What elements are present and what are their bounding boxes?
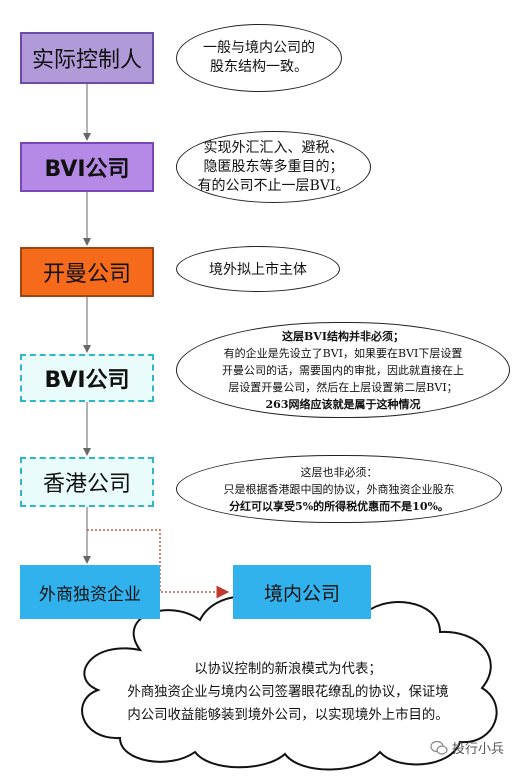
cloud-line: 以协议控制的新浪模式为代表； (194, 662, 382, 677)
note-controller: 一般与境内公司的 股东结构一致。 (176, 24, 342, 92)
box-cayman-company: 开曼公司 (20, 247, 154, 297)
note-bvi-1: 实现外汇汇入、避税、 隐匿股东等多重目的； 有的公司不止一层BVI。 (176, 131, 371, 203)
wechat-icon (430, 740, 448, 755)
watermark-text: 投行小兵 (452, 742, 505, 757)
box-bvi-company-2: BVI公司 (20, 354, 154, 402)
note-line: 这层也非必须： (300, 465, 378, 479)
note-line: 只是根据香港跟中国的协议，外商独资企业股东 (223, 482, 455, 496)
note-line: 分红可以享受5%的所得税优惠而不是10%。 (229, 499, 449, 513)
note-line: 境外拟上市主体 (209, 262, 307, 278)
note-line: 股东结构一致。 (210, 59, 308, 75)
box-actual-controller: 实际控制人 (20, 32, 154, 84)
note-line: 层设置开曼公司，然后在上层设置第二层BVI； (228, 380, 458, 394)
note-line: 实现外汇汇入、避税、 (203, 139, 344, 156)
note-line: 一般与境内公司的 (203, 40, 315, 56)
note-line: 隐匿股东等多重目的； (203, 158, 344, 175)
note-line: 开曼公司的话，需要国内的审批，因此就直接在上 (222, 363, 464, 377)
note-cayman: 境外拟上市主体 (176, 246, 340, 292)
note-hongkong: 这层也非必须： 只是根据香港跟中国的协议，外商独资企业股东 分红可以享受5%的所… (176, 455, 502, 523)
box-domestic-company: 境内公司 (233, 565, 371, 619)
note-line: 263网络应该就是属于这种情况 (265, 397, 421, 411)
note-bvi-2: 这层BVI结构并非必须； 有的企业是先设立了BVI，如果要在BVI下层设置 开曼… (176, 322, 510, 418)
note-line: 有的公司不止一层BVI。 (197, 177, 350, 194)
watermark: 投行小兵 (430, 738, 504, 757)
box-hongkong-company: 香港公司 (20, 457, 154, 507)
cloud-note: 以协议控制的新浪模式为代表； 外商独资企业与境内公司签署眼花缭乱的协议，保证境 … (92, 658, 484, 727)
cloud-line: 内公司收益能够装到境外公司，以实现境外上市目的。 (127, 708, 449, 723)
note-line: 这层BVI结构并非必须； (282, 329, 404, 343)
arrow-hk-to-domestic (87, 529, 230, 599)
box-wfoe: 外商独资企业 (20, 565, 160, 619)
box-bvi-company-1: BVI公司 (20, 142, 154, 192)
cloud-line: 外商独资企业与境内公司签署眼花缭乱的协议，保证境 (127, 685, 449, 700)
note-line: 有的企业是先设立了BVI，如果要在BVI下层设置 (223, 346, 463, 360)
